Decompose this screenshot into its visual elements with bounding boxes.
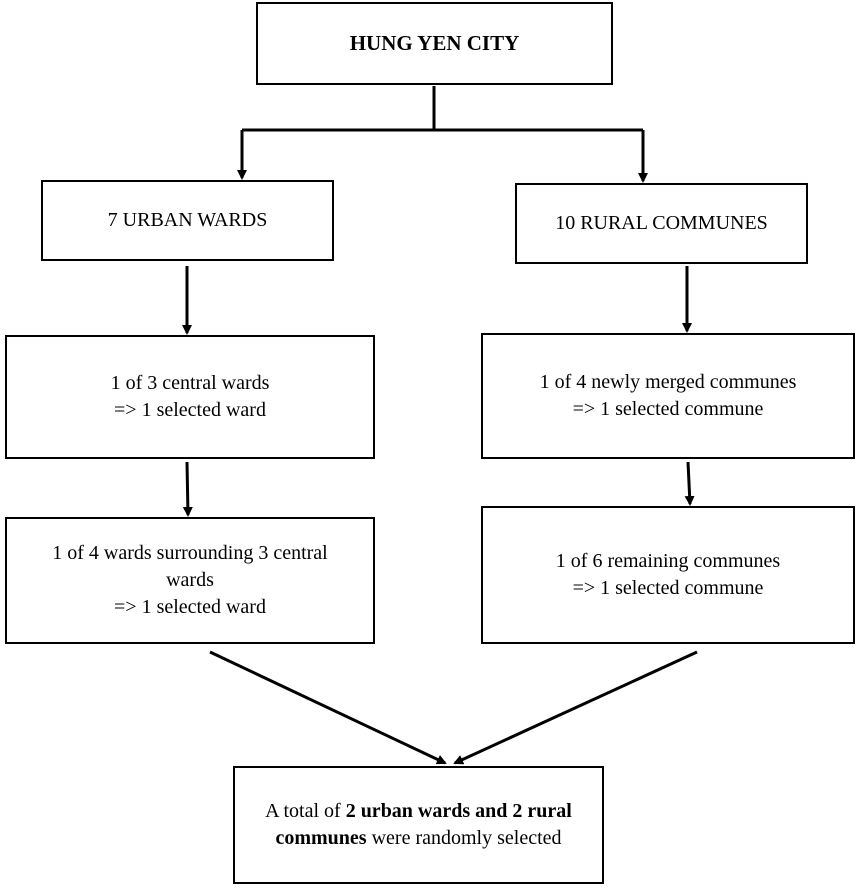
city-title: HUNG YEN CITY bbox=[349, 31, 520, 55]
remaining-communes-line2: => 1 selected commune bbox=[572, 577, 764, 599]
total-suffix: were randomly selected bbox=[366, 827, 562, 849]
total-selected-box: A total of 2 urban wards and 2 rural com… bbox=[233, 766, 604, 884]
total-line2: communes were randomly selected bbox=[275, 825, 561, 852]
total-prefix: A total of bbox=[265, 800, 346, 822]
surrounding-wards-line1: 1 of 4 wards surrounding 3 central bbox=[52, 542, 328, 564]
total-line1: A total of 2 urban wards and 2 rural bbox=[265, 798, 572, 825]
merged-communes-line2: => 1 selected commune bbox=[572, 398, 764, 420]
urban-wards-label: 7 URBAN WARDS bbox=[107, 209, 268, 231]
remaining-communes-line1: 1 of 6 remaining communes bbox=[555, 550, 781, 572]
total-bold-part2: communes bbox=[275, 827, 367, 849]
arrow-left-step1-to-step2 bbox=[182, 461, 193, 517]
remaining-communes-box: 1 of 6 remaining communes => 1 selected … bbox=[481, 506, 855, 644]
arrow-right-step1-to-step2 bbox=[684, 461, 695, 506]
arrow-right-to-bottom bbox=[453, 650, 698, 765]
surrounding-wards-line3: => 1 selected ward bbox=[114, 596, 266, 618]
central-wards-line2: => 1 selected ward bbox=[114, 399, 266, 421]
merged-communes-box: 1 of 4 newly merged communes => 1 select… bbox=[481, 333, 855, 459]
rural-communes-label: 10 RURAL COMMUNES bbox=[555, 212, 768, 234]
arrow-left-to-bottom bbox=[209, 650, 447, 765]
surrounding-wards-line2: wards bbox=[166, 569, 214, 591]
central-wards-box: 1 of 3 central wards => 1 selected ward bbox=[5, 335, 375, 459]
rural-communes-box: 10 RURAL COMMUNES bbox=[515, 183, 808, 264]
central-wards-line1: 1 of 3 central wards bbox=[110, 372, 270, 394]
surrounding-wards-box: 1 of 4 wards surrounding 3 central wards… bbox=[5, 517, 375, 644]
total-bold-part1: 2 urban wards and 2 rural bbox=[345, 800, 572, 822]
hung-yen-city-box: HUNG YEN CITY bbox=[256, 2, 613, 85]
urban-wards-box: 7 URBAN WARDS bbox=[41, 180, 334, 261]
merged-communes-line1: 1 of 4 newly merged communes bbox=[539, 371, 797, 393]
